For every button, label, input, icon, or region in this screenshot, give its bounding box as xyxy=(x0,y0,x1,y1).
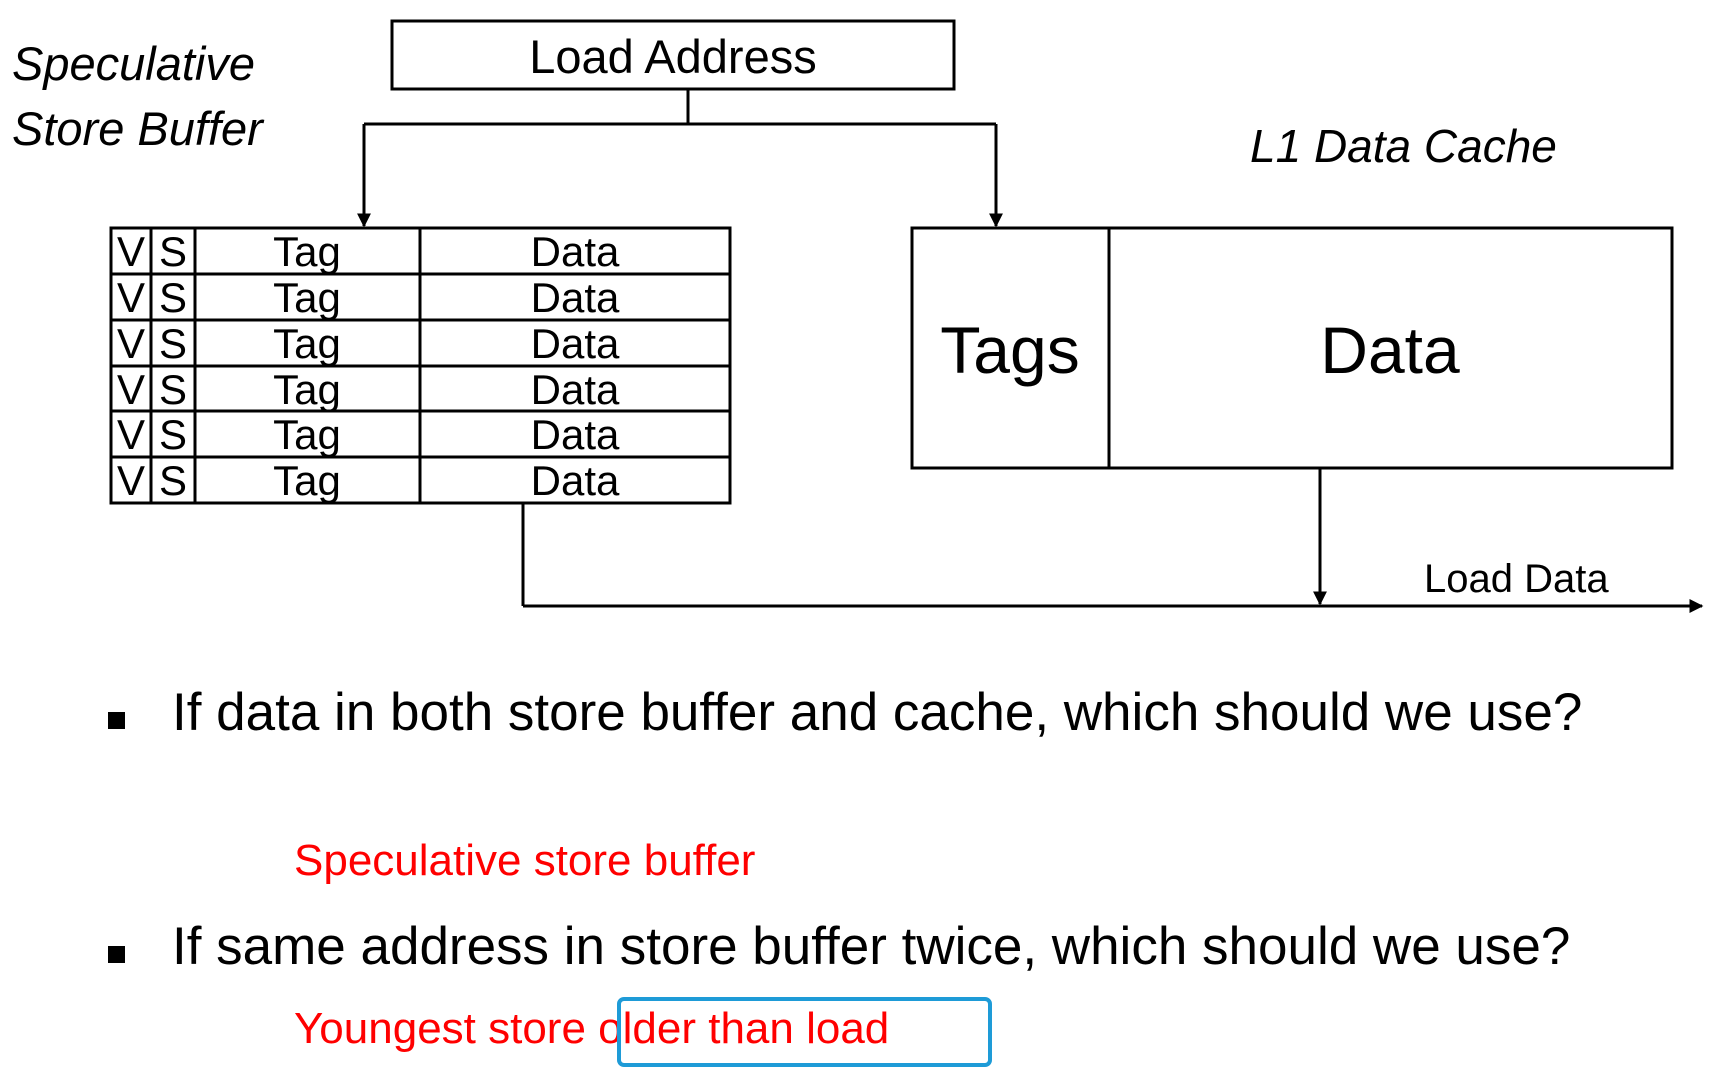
tag-cell: Tag xyxy=(273,411,341,458)
answer-2-highlight: older than load xyxy=(598,1004,890,1053)
answer-2: Youngest store older than load xyxy=(294,1004,889,1054)
bullet-marker xyxy=(108,712,125,729)
question-2: If same address in store buffer twice, w… xyxy=(172,917,1571,976)
valid-bit-label: V xyxy=(117,228,145,275)
data-cell: Data xyxy=(531,228,620,275)
load-data-label: Load Data xyxy=(1424,557,1609,601)
store-buffer-table: V S Tag Data V S Tag Data V S Tag Data V… xyxy=(109,226,732,505)
tag-cell: Tag xyxy=(273,228,341,275)
valid-bit-label: V xyxy=(117,366,145,413)
data-cell: Data xyxy=(531,320,620,367)
tag-cell: Tag xyxy=(273,320,341,367)
spec-bit-label: S xyxy=(159,366,187,413)
tag-cell: Tag xyxy=(273,457,341,504)
spec-bit-label: S xyxy=(159,228,187,275)
valid-bit-label: V xyxy=(117,457,145,504)
spec-bit-label: S xyxy=(159,411,187,458)
cache-data-label: Data xyxy=(1320,313,1460,387)
data-cell: Data xyxy=(531,457,620,504)
data-cell: Data xyxy=(531,411,620,458)
buffer-row: V S Tag Data xyxy=(117,457,620,504)
spec-bit-label: S xyxy=(159,320,187,367)
load-address-box xyxy=(390,19,956,91)
data-cell: Data xyxy=(531,366,620,413)
highlight-box xyxy=(617,997,992,1067)
question-1: If data in both store buffer and cache, … xyxy=(172,683,1583,742)
l1-data-cache: Tags Data xyxy=(910,226,1674,470)
buffer-row: V S Tag Data xyxy=(117,274,620,321)
buffer-row: V S Tag Data xyxy=(117,411,620,458)
buffer-row: V S Tag Data xyxy=(117,366,620,413)
valid-bit-label: V xyxy=(117,411,145,458)
buffer-row: V S Tag Data xyxy=(117,320,620,367)
valid-bit-label: V xyxy=(117,274,145,321)
data-cell: Data xyxy=(531,274,620,321)
spec-bit-label: S xyxy=(159,457,187,504)
valid-bit-label: V xyxy=(117,320,145,367)
output-wires xyxy=(521,468,1704,613)
store-buffer-cache-diagram: Speculative Store Buffer Load Address V … xyxy=(12,19,1704,613)
tag-cell: Tag xyxy=(273,366,341,413)
bullet-marker xyxy=(108,946,125,963)
store-buffer-title-line2: Store Buffer xyxy=(12,102,265,155)
buffer-row: V S Tag Data xyxy=(117,228,620,275)
address-wires xyxy=(357,89,1003,228)
spec-bit-label: S xyxy=(159,274,187,321)
store-buffer-title-line1: Speculative xyxy=(12,37,255,90)
cache-title: L1 Data Cache xyxy=(1250,120,1557,172)
cache-tags-label: Tags xyxy=(940,313,1079,387)
load-address-label: Load Address xyxy=(529,30,816,83)
answer-2-plain: Youngest store xyxy=(294,1004,599,1053)
answer-1: Speculative store buffer xyxy=(294,836,756,885)
tag-cell: Tag xyxy=(273,274,341,321)
